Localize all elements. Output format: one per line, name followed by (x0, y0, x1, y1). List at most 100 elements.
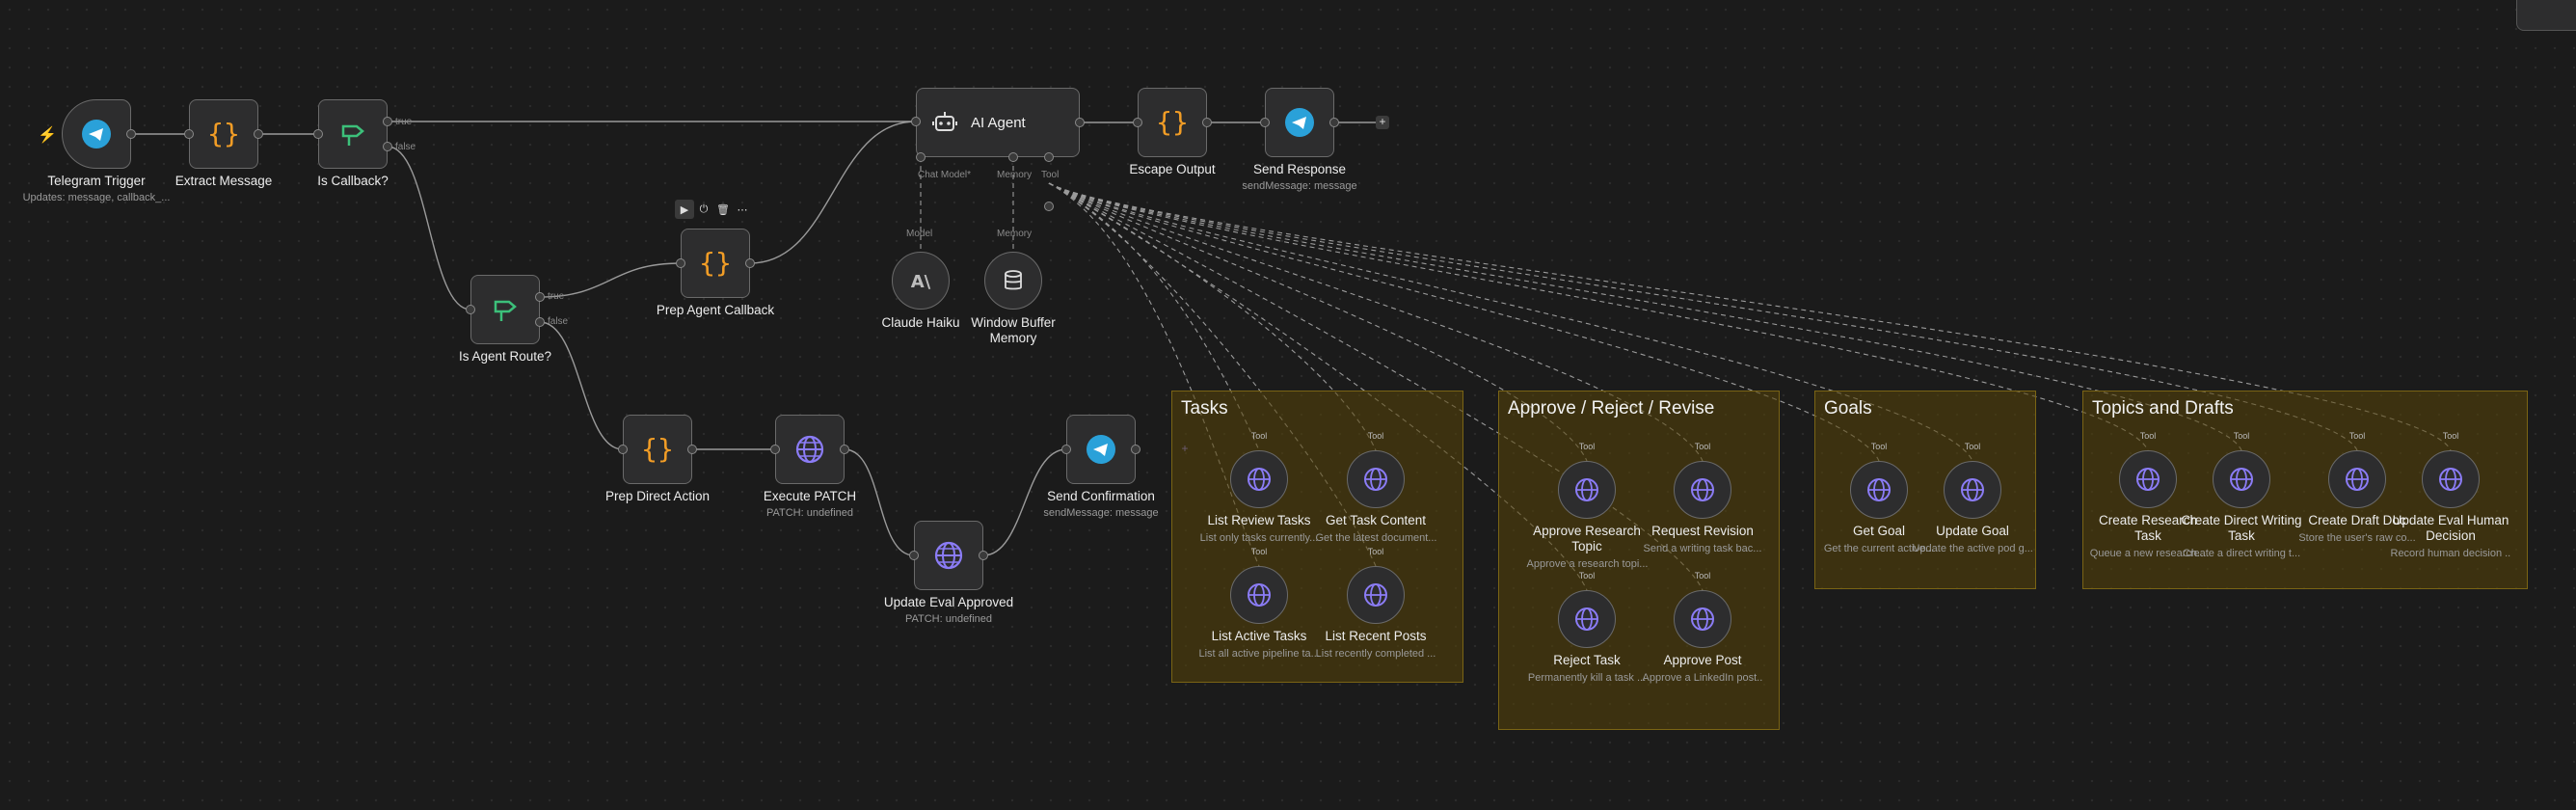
telegram-trigger-node[interactable] (62, 99, 131, 169)
tool-node[interactable] (1347, 566, 1405, 624)
connector-port[interactable] (770, 445, 780, 454)
add-node-button[interactable]: + (1376, 116, 1389, 129)
tool-node[interactable] (2213, 450, 2270, 508)
is-callback-label: Is Callback? (317, 174, 389, 188)
tool-node[interactable] (1230, 566, 1288, 624)
panel-toggle-button[interactable] (2516, 0, 2576, 31)
sticky-tasks[interactable]: Tasks (1171, 391, 1463, 683)
connector-port[interactable] (383, 117, 392, 126)
tool-connector-tag: Tool (2139, 431, 2157, 441)
is-callback-node[interactable] (318, 99, 388, 169)
connector-port[interactable] (840, 445, 849, 454)
execute-patch-node[interactable] (775, 415, 845, 484)
memory-tag: Memory (997, 229, 1033, 239)
power-icon[interactable]: ⏻ (699, 202, 709, 215)
update-eval-approved-label: Update Eval Approved (883, 595, 1014, 609)
connector-port[interactable] (535, 292, 545, 302)
connector-port[interactable] (1075, 118, 1085, 127)
tool-connection (1048, 182, 2149, 451)
extract-message-label: Extract Message (174, 174, 273, 188)
send-response-label: Send Response (1252, 162, 1347, 176)
connector-port[interactable] (466, 305, 475, 314)
escape-output-node[interactable]: {} (1138, 88, 1207, 157)
tool-description: List only tasks currently... (1199, 532, 1319, 544)
ai-agent-node[interactable]: AI Agent (916, 88, 1080, 157)
connector-port[interactable] (618, 445, 628, 454)
tool-node[interactable] (1558, 590, 1616, 648)
prep-direct-action-node[interactable]: {} (623, 415, 692, 484)
prep-direct-action-label: Prep Direct Action (604, 489, 711, 503)
claude-haiku-label: Claude Haiku (881, 315, 960, 330)
connector-port[interactable] (1008, 152, 1018, 162)
tool-node[interactable] (1347, 450, 1405, 508)
tool-label: Reject Task (1553, 653, 1621, 667)
tool-node[interactable] (2119, 450, 2177, 508)
connector-port[interactable] (916, 152, 926, 162)
tool-connector-tag: Tool (2233, 431, 2250, 441)
tool-description: Store the user's raw co... (2298, 532, 2416, 544)
connector-port[interactable] (184, 129, 194, 139)
connector-port[interactable] (1044, 152, 1054, 162)
tool-node[interactable] (1558, 461, 1616, 519)
connector-port[interactable] (676, 258, 685, 268)
update-eval-approved-node[interactable] (914, 521, 983, 590)
main-connection (749, 121, 917, 264)
tool-node[interactable] (1230, 450, 1288, 508)
tool-description: Get the latest document... (1315, 532, 1436, 544)
connector-port[interactable] (687, 445, 697, 454)
connector-port[interactable] (911, 117, 921, 126)
telegram-icon (82, 120, 111, 148)
connector-port[interactable] (254, 129, 263, 139)
tool-description: Permanently kill a task ... (1527, 672, 1647, 684)
claude-haiku-node[interactable]: A\ (892, 252, 950, 310)
tool-node[interactable] (1674, 461, 1731, 519)
trigger-bolt-icon: ⚡ (38, 127, 57, 144)
connector-port[interactable] (745, 258, 755, 268)
tool-node[interactable] (1944, 461, 2001, 519)
connector-port[interactable] (1061, 445, 1071, 454)
tool-connector-tag: Tool (1250, 431, 1268, 441)
connector-port[interactable] (909, 551, 919, 560)
prep-agent-callback-label: Prep Agent Callback (656, 303, 775, 317)
extract-message-node[interactable]: {} (189, 99, 258, 169)
svg-text:{}: {} (207, 118, 240, 149)
tool-node[interactable] (2328, 450, 2386, 508)
send-response-node[interactable] (1265, 88, 1334, 157)
tool-node[interactable] (1674, 590, 1731, 648)
prep-agent-callback-node[interactable]: {} (681, 229, 750, 298)
update-eval-approved-sub: PATCH: undefined (904, 613, 993, 625)
more-icon[interactable]: ⋯ (737, 203, 748, 216)
sticky-approve-reject-revise[interactable]: Approve / Reject / Revise (1498, 391, 1780, 730)
svg-text:{}: {} (641, 433, 674, 465)
is-agent-route-node[interactable] (470, 275, 540, 344)
send-confirmation-node[interactable] (1066, 415, 1136, 484)
connector-port[interactable] (535, 317, 545, 327)
connector-port[interactable] (1133, 118, 1142, 127)
globe-icon (1961, 478, 1984, 501)
connector-port[interactable] (1329, 118, 1339, 127)
tool-label: List Recent Posts (1325, 629, 1427, 643)
play-icon[interactable]: ▶ (675, 200, 694, 219)
globe-icon (2439, 468, 2462, 491)
connector-port[interactable] (979, 551, 988, 560)
connector-port[interactable] (1044, 202, 1054, 211)
connector-port[interactable] (1131, 445, 1140, 454)
tool-label: Create Direct Writing Task (2181, 513, 2302, 543)
connector-port[interactable] (1202, 118, 1212, 127)
connector-port[interactable] (1260, 118, 1270, 127)
connector-port[interactable] (383, 142, 392, 151)
tool-connector-tag: Tool (1694, 442, 1711, 451)
tool-node[interactable] (1850, 461, 1908, 519)
connector-port[interactable] (313, 129, 323, 139)
globe-icon (934, 541, 963, 570)
tool-description: Approve a LinkedIn post... (1642, 672, 1763, 684)
main-connection (539, 262, 682, 298)
main-connection (387, 146, 471, 310)
tool-node[interactable] (2422, 450, 2480, 508)
trash-icon[interactable]: 🗑 (716, 203, 730, 216)
ai-agent-label: AI Agent (971, 114, 1026, 131)
sticky-goals[interactable]: Goals (1814, 391, 2036, 589)
window-buffer-memory-node[interactable] (984, 252, 1042, 310)
connector-port[interactable] (126, 129, 136, 139)
